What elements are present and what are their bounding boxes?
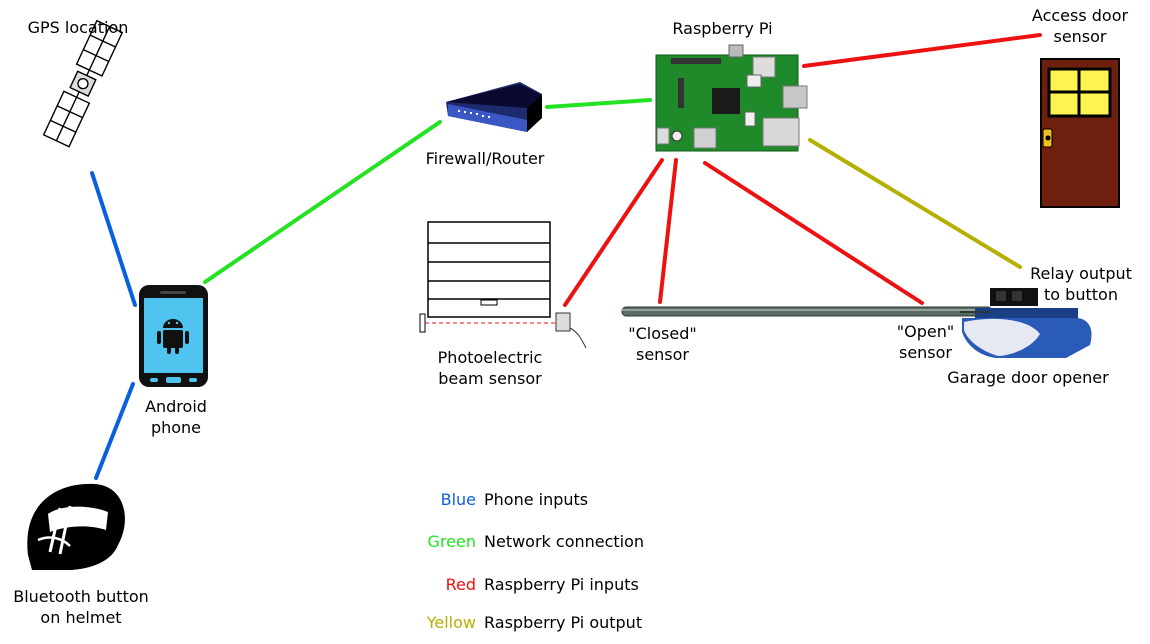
label-access-door-line2: sensor bbox=[1053, 27, 1107, 46]
label-android-phone: Android phone bbox=[126, 396, 226, 438]
garage-door-icon bbox=[419, 221, 556, 333]
label-open-line2: sensor bbox=[898, 343, 953, 362]
connection-satellite-phone bbox=[90, 171, 137, 307]
label-bluetooth-helmet-line1: Bluetooth button bbox=[13, 587, 149, 606]
satellite-icon bbox=[42, 19, 124, 148]
label-beam-line2: beam sensor bbox=[438, 369, 542, 388]
legend-desc-green: Network connection bbox=[484, 532, 645, 551]
connection-helmet-phone bbox=[94, 382, 135, 480]
helmet-icon bbox=[27, 483, 125, 570]
connection-phone-router bbox=[203, 120, 442, 284]
label-photoelectric-beam-sensor: Photoelectric beam sensor bbox=[420, 347, 560, 389]
label-gps-location: GPS location bbox=[27, 18, 129, 37]
legend-color-green: Green bbox=[427, 532, 476, 551]
legend-row-yellow: Yellow Raspberry Pi output bbox=[410, 613, 690, 635]
opener-motor-icon bbox=[962, 308, 1092, 358]
legend-row-green: Green Network connection bbox=[410, 532, 690, 554]
legend-desc-yellow: Raspberry Pi output bbox=[484, 613, 643, 632]
label-garage-door-opener: Garage door opener bbox=[947, 368, 1109, 387]
router-icon bbox=[446, 82, 542, 132]
connection-pi-access-door bbox=[802, 33, 1042, 68]
legend: Blue Phone inputs Green Network connecti… bbox=[410, 488, 690, 638]
label-android-phone-line1: Android bbox=[145, 397, 207, 416]
label-relay-output: Relay output to button bbox=[1012, 263, 1150, 305]
label-access-door-line1: Access door bbox=[1031, 6, 1129, 25]
label-relay-line2: to button bbox=[1044, 285, 1118, 304]
label-open-sensor: "Open" sensor bbox=[873, 321, 978, 363]
label-beam-line1: Photoelectric bbox=[437, 348, 543, 367]
android-phone-icon bbox=[139, 285, 208, 387]
door-icon bbox=[1040, 58, 1120, 208]
beam-sensor-icon bbox=[555, 312, 587, 349]
label-relay-line1: Relay output bbox=[1030, 264, 1132, 283]
label-raspberry-pi: Raspberry Pi bbox=[672, 19, 773, 38]
label-firewall-router: Firewall/Router bbox=[425, 149, 545, 168]
label-bluetooth-helmet-line2: on helmet bbox=[40, 608, 122, 627]
label-closed-line1: "Closed" bbox=[628, 324, 697, 343]
connection-pi-open-sensor bbox=[703, 161, 924, 305]
label-open-line1: "Open" bbox=[896, 322, 955, 341]
label-access-door-sensor: Access door sensor bbox=[1015, 5, 1145, 47]
legend-desc-blue: Phone inputs bbox=[484, 490, 589, 509]
legend-row-red: Red Raspberry Pi inputs bbox=[410, 575, 690, 597]
connection-router-pi bbox=[545, 98, 652, 109]
label-closed-sensor: "Closed" sensor bbox=[605, 323, 720, 365]
label-closed-line2: sensor bbox=[635, 345, 690, 364]
legend-row-blue: Blue Phone inputs bbox=[410, 490, 690, 512]
relay-icon bbox=[990, 288, 1038, 306]
label-android-phone-line2: phone bbox=[150, 418, 202, 437]
rail-icon bbox=[621, 306, 993, 317]
label-bluetooth-helmet: Bluetooth button on helmet bbox=[0, 586, 162, 628]
raspberry-pi-board-icon bbox=[655, 44, 808, 152]
legend-color-blue: Blue bbox=[440, 490, 476, 509]
connection-pi-relay bbox=[808, 138, 1022, 269]
connection-pi-beam-sensor bbox=[563, 158, 664, 307]
legend-desc-red: Raspberry Pi inputs bbox=[484, 575, 639, 594]
legend-color-red: Red bbox=[445, 575, 476, 594]
connection-pi-closed-sensor bbox=[658, 158, 678, 304]
legend-color-yellow: Yellow bbox=[426, 613, 476, 632]
